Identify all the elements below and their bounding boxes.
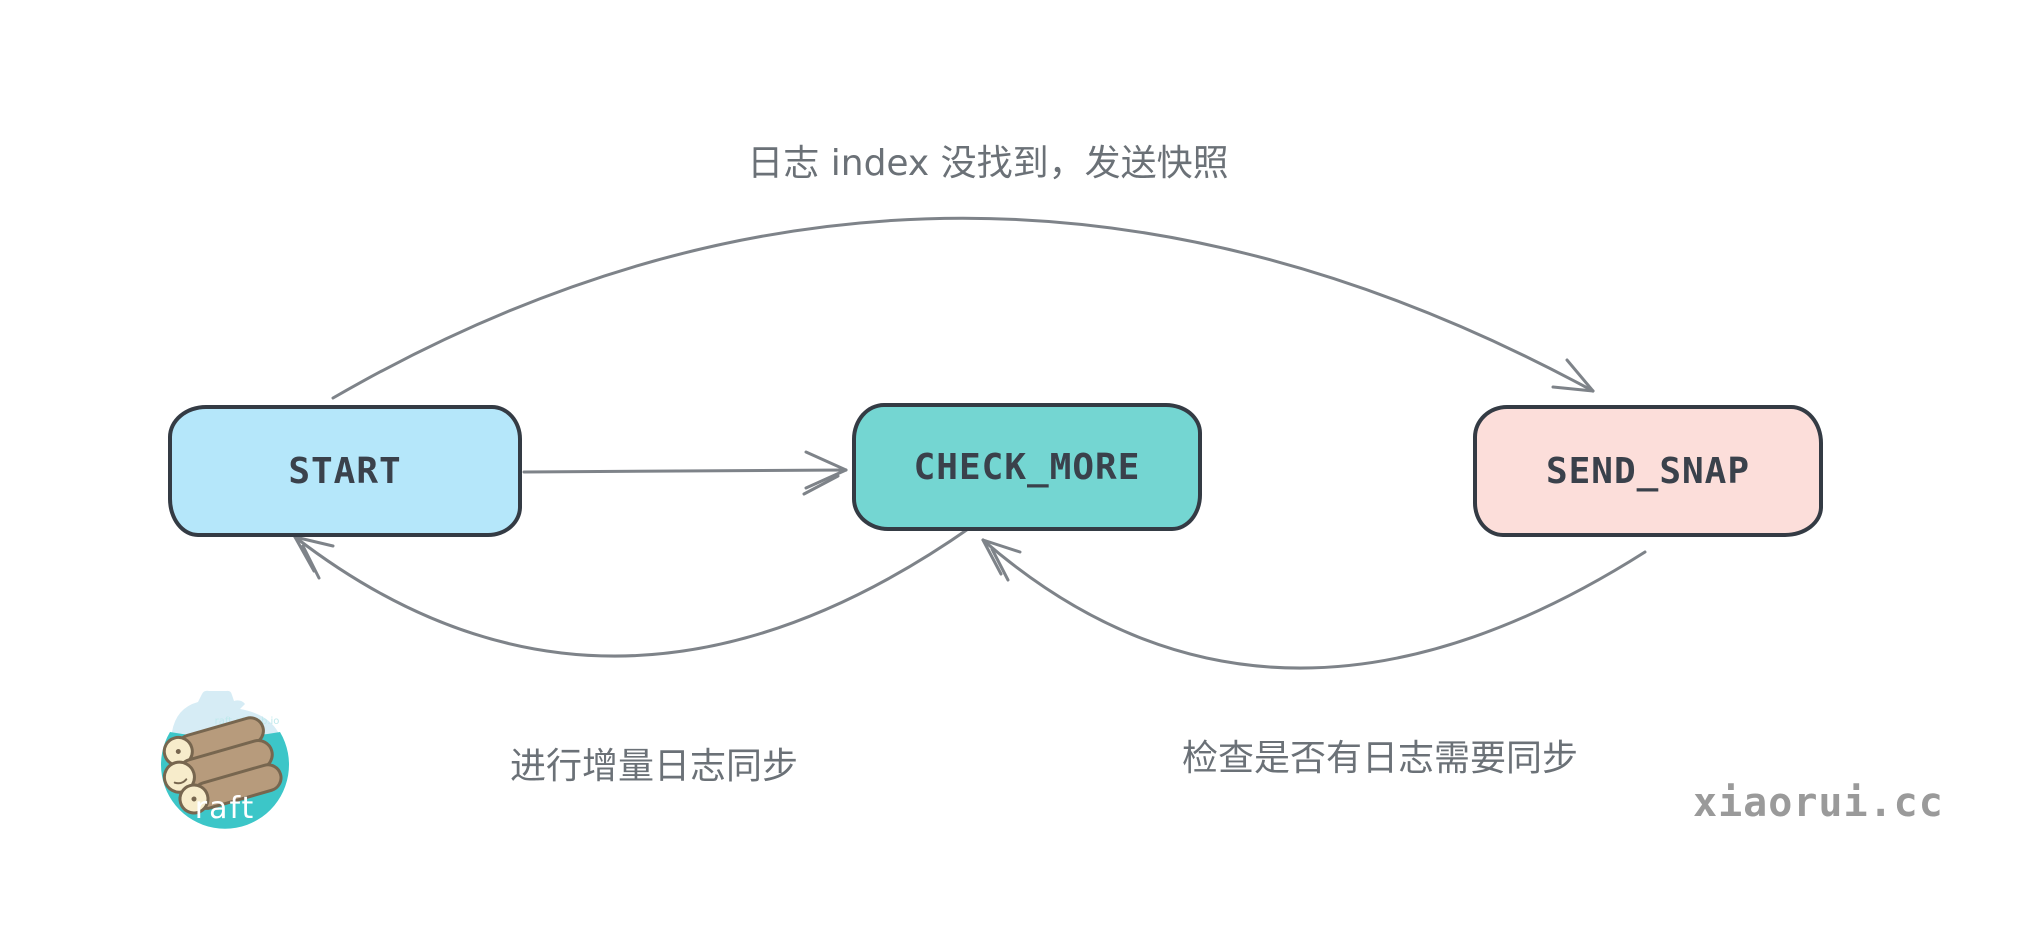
state-node-start-label: START (288, 450, 402, 492)
arrowhead-barb (804, 450, 848, 472)
arrowhead-barb (990, 547, 1010, 582)
arrowhead-barb (802, 474, 840, 496)
arrowhead-barb (1565, 358, 1595, 393)
state-node-send-snap: SEND_SNAP (1473, 405, 1823, 537)
edge-check-more-to-start (293, 525, 973, 658)
arrowhead-barb (293, 535, 316, 573)
edge-label-snapshot: 日志 index 没找到，发送快照 (747, 143, 1229, 184)
state-node-check-more-label: CHECK_MORE (913, 446, 1141, 488)
arrowhead-barb (293, 535, 335, 548)
state-node-send-snap-label: SEND_SNAP (1545, 450, 1751, 492)
edge-send-snap-to-check-more (981, 538, 1647, 670)
arrowhead-barb (301, 544, 321, 580)
raft-logo: raft.github.io raft (161, 690, 289, 829)
edge-label-check-sync: 检查是否有日志需要同步 (1181, 738, 1579, 779)
arrowhead-barb (981, 538, 1003, 576)
edge-start-to-send-snap (331, 216, 1595, 400)
edge-label-incremental-sync: 进行增量日志同步 (509, 746, 799, 787)
state-node-check-more: CHECK_MORE (852, 403, 1202, 531)
raft-logo-logs (162, 716, 283, 815)
edge-start-to-check-more (522, 450, 848, 496)
raft-logo-title: raft (195, 791, 256, 826)
arrowhead-barb (981, 538, 1022, 554)
watermark-text: xiaorui.cc (1693, 780, 1944, 826)
arrowhead-barb (1551, 385, 1595, 393)
state-node-start: START (168, 405, 522, 537)
arrowhead-barb (804, 468, 848, 490)
